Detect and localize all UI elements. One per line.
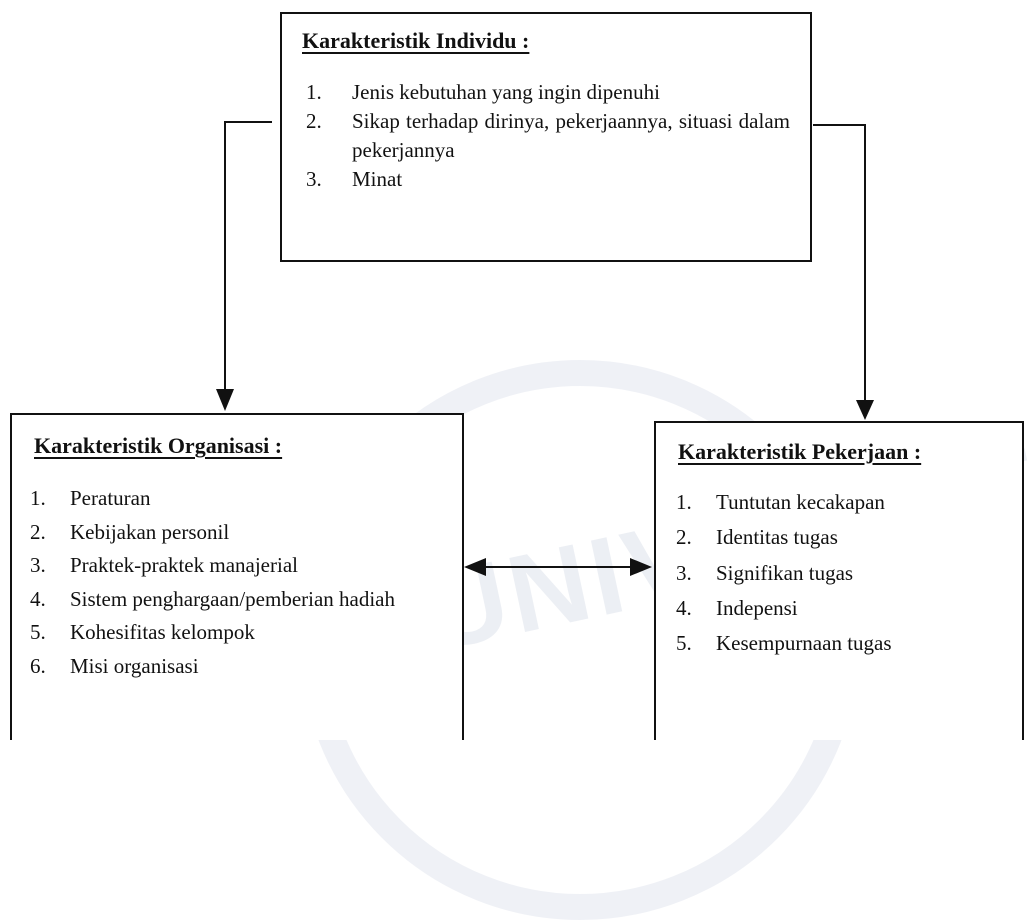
- item-text: Minat: [352, 166, 403, 191]
- connector-right-vertical: [864, 124, 866, 400]
- list-item: 5. Kohesifitas kelompok: [30, 616, 460, 650]
- connector-left-horizontal: [224, 121, 272, 123]
- list-item: 1. Tuntutan kecakapan: [676, 485, 1016, 520]
- item-number: 6.: [30, 653, 46, 678]
- list-item: 3. Signifikan tugas: [676, 556, 1016, 591]
- arrow-down-organisasi: [216, 389, 234, 411]
- individu-title: Karakteristik Individu :: [302, 28, 530, 53]
- list-item: 1. Peraturan: [30, 482, 460, 516]
- list-item: 2. Kebijakan personil: [30, 516, 460, 550]
- pekerjaan-list: 1. Tuntutan kecakapan 2. Identitas tugas…: [676, 485, 1016, 661]
- item-text: Tuntutan kecakapan: [716, 490, 885, 514]
- item-text: Sikap terhadap dirinya, pekerjaannya, si…: [352, 108, 790, 162]
- item-text: Peraturan: [70, 486, 151, 510]
- list-item: 6. Misi organisasi: [30, 650, 460, 684]
- list-item: 3. Minat: [306, 165, 790, 194]
- pekerjaan-title: Karakteristik Pekerjaan :: [678, 439, 922, 464]
- arrows-layer: [216, 389, 874, 576]
- list-item: 5. Kesempurnaan tugas: [676, 626, 1016, 661]
- organisasi-title: Karakteristik Organisasi :: [34, 433, 283, 458]
- item-number: 2.: [306, 108, 322, 133]
- item-number: 1.: [30, 486, 46, 510]
- item-text: Signifikan tugas: [716, 560, 854, 585]
- individu-list: 1. Jenis kebutuhan yang ingin dipenuhi 2…: [306, 78, 790, 194]
- box-karakteristik-individu: Karakteristik Individu : 1. Jenis kebutu…: [280, 12, 812, 262]
- box-karakteristik-organisasi: Karakteristik Organisasi : 1. Peraturan …: [10, 413, 464, 740]
- item-number: 2.: [30, 519, 46, 544]
- connector-left-vertical: [224, 121, 226, 389]
- list-item: 2. Sikap terhadap dirinya, pekerjaannya,…: [306, 107, 790, 165]
- list-item: 1. Jenis kebutuhan yang ingin dipenuhi: [306, 78, 790, 107]
- arrow-down-pekerjaan: [856, 400, 874, 420]
- item-number: 1.: [306, 80, 322, 104]
- box-karakteristik-pekerjaan: Karakteristik Pekerjaan : 1. Tuntutan ke…: [654, 421, 1024, 740]
- item-text: Praktek-praktek manajerial: [70, 553, 298, 578]
- item-number: 2.: [676, 525, 692, 550]
- list-item: 4. Sistem penghargaan/pemberian hadiah: [30, 583, 460, 617]
- item-number: 3.: [306, 166, 322, 191]
- connector-right-horizontal: [813, 124, 865, 126]
- item-text: Kesempurnaan tugas: [716, 631, 892, 656]
- item-text: Sistem penghargaan/pemberian hadiah: [70, 586, 396, 611]
- item-number: 5.: [30, 620, 46, 645]
- item-number: 3.: [676, 560, 692, 585]
- item-number: 3.: [30, 553, 46, 578]
- arrow-right-head: [630, 558, 652, 576]
- item-number: 5.: [676, 631, 692, 656]
- list-item: 2. Identitas tugas: [676, 520, 1016, 555]
- item-text: Identitas tugas: [716, 525, 838, 550]
- item-text: Indepensi: [716, 595, 798, 620]
- item-number: 1.: [676, 490, 692, 514]
- item-number: 4.: [676, 595, 692, 620]
- item-text: Jenis kebutuhan yang ingin dipenuhi: [352, 80, 660, 104]
- item-text: Kebijakan personil: [70, 519, 230, 544]
- list-item: 3. Praktek-praktek manajerial: [30, 549, 460, 583]
- item-text: Misi organisasi: [70, 653, 199, 678]
- item-number: 4.: [30, 586, 46, 611]
- list-item: 4. Indepensi: [676, 591, 1016, 626]
- item-text: Kohesifitas kelompok: [70, 620, 255, 645]
- arrow-left-head: [464, 558, 486, 576]
- organisasi-list: 1. Peraturan 2. Kebijakan personil 3. Pr…: [30, 482, 460, 684]
